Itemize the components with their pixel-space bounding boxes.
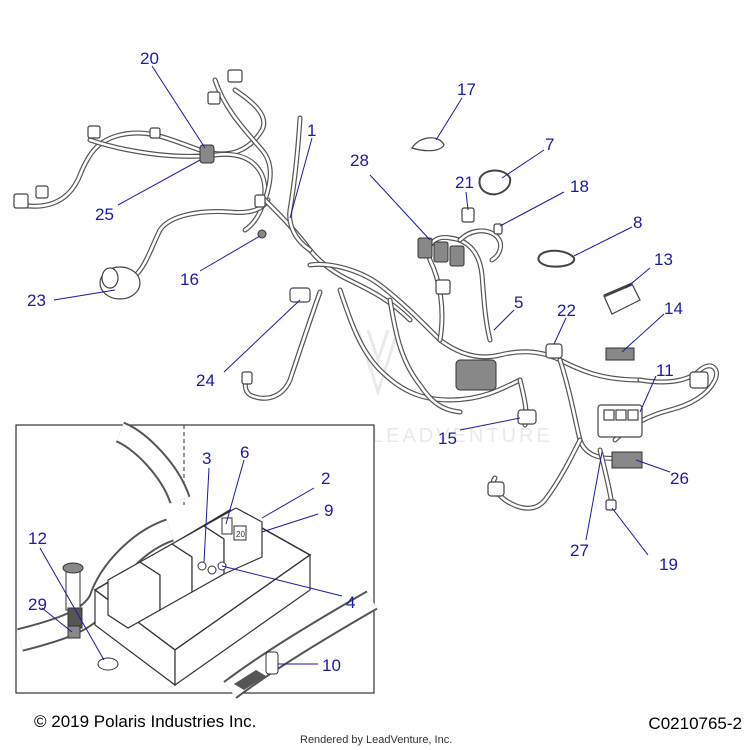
- callout-12: 12: [28, 529, 47, 548]
- callout-17: 17: [457, 80, 476, 99]
- callout-8: 8: [633, 213, 642, 232]
- callout-28: 28: [350, 151, 369, 170]
- callout-21: 21: [455, 173, 474, 192]
- part-24-connector: [289, 287, 311, 303]
- rendered-by-text: Rendered by LeadVenture, Inc.: [300, 734, 453, 746]
- callout-numbers: 1 2 3 4 5 6 7 8 9 10 11 12 13 14 15 16 1…: [27, 49, 689, 675]
- callout-18: 18: [570, 177, 589, 196]
- part-22: [545, 343, 563, 359]
- callout-20: 20: [140, 49, 159, 68]
- callout-3: 3: [202, 449, 211, 468]
- callout-11: 11: [656, 361, 674, 380]
- callout-15: 15: [438, 429, 457, 448]
- inset-detail: 20: [15, 421, 378, 699]
- callout-2: 2: [321, 469, 330, 488]
- connector-20-25: [199, 144, 215, 164]
- part-8: [537, 249, 576, 268]
- diagram-id: C0210765-2: [648, 714, 742, 733]
- callout-19: 19: [659, 555, 678, 574]
- part-17: [411, 137, 445, 152]
- callout-4: 4: [346, 593, 355, 612]
- part-21: [461, 207, 475, 223]
- callout-7: 7: [545, 135, 554, 154]
- watermark: LEADVENTURE: [356, 329, 553, 447]
- callout-5: 5: [514, 293, 523, 312]
- callout-29: 29: [28, 595, 47, 614]
- callout-1: 1: [307, 121, 316, 140]
- part-18: [493, 223, 503, 235]
- inset-fuse-label: 20: [236, 530, 245, 539]
- callout-22: 22: [557, 301, 576, 320]
- callout-6: 6: [240, 443, 249, 462]
- part-19: [605, 499, 617, 511]
- callout-9: 9: [324, 501, 333, 520]
- callout-16: 16: [180, 270, 199, 289]
- leader-lines: [39, 65, 671, 665]
- callout-13: 13: [654, 250, 673, 269]
- callout-24: 24: [196, 371, 215, 390]
- copyright-text: © 2019 Polaris Industries Inc.: [34, 712, 257, 731]
- callout-10: 10: [322, 656, 341, 675]
- part-7: [478, 169, 512, 196]
- callout-23: 23: [27, 291, 46, 310]
- center-junction: [455, 359, 497, 391]
- callout-25: 25: [95, 205, 114, 224]
- part-26: [611, 451, 643, 469]
- callout-14: 14: [664, 299, 683, 318]
- callout-27: 27: [570, 541, 589, 560]
- part-14: [605, 347, 635, 361]
- callout-26: 26: [670, 469, 689, 488]
- harness-connectors: [13, 69, 709, 511]
- part-15: [517, 409, 537, 425]
- watermark-text: LEADVENTURE: [372, 425, 553, 447]
